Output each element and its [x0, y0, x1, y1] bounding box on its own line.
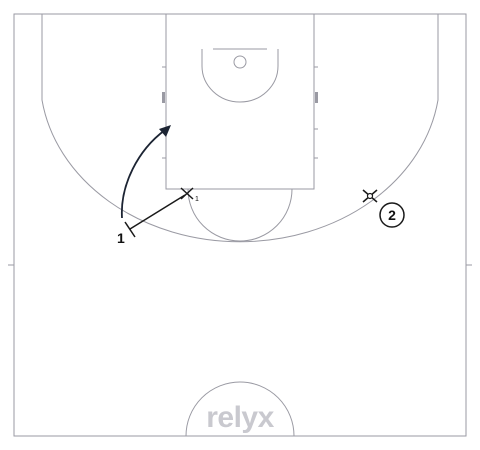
relyx-watermark: relyx — [206, 401, 274, 434]
offense-player-2-label: 2 — [388, 207, 396, 223]
defender-guard-line — [129, 194, 186, 230]
defender-2 — [362, 189, 378, 203]
defender-1: 1 — [180, 187, 199, 203]
rim — [233, 55, 247, 69]
lane-hash-marks — [162, 66, 318, 159]
player-circle-icon — [379, 202, 405, 228]
defender-1-subscript: 1 — [195, 196, 199, 203]
three-point-line — [41, 14, 439, 243]
offense-player-1: 1 — [117, 230, 125, 246]
center-circle — [185, 381, 295, 437]
offense-player-2: 2 — [379, 202, 405, 228]
free-throw-lane — [165, 13, 315, 190]
restricted-area — [201, 49, 279, 103]
screen-bar — [124, 221, 136, 238]
free-throw-circle — [187, 188, 293, 242]
cut-arrow — [121, 129, 166, 219]
arrow-head-icon — [159, 125, 171, 137]
